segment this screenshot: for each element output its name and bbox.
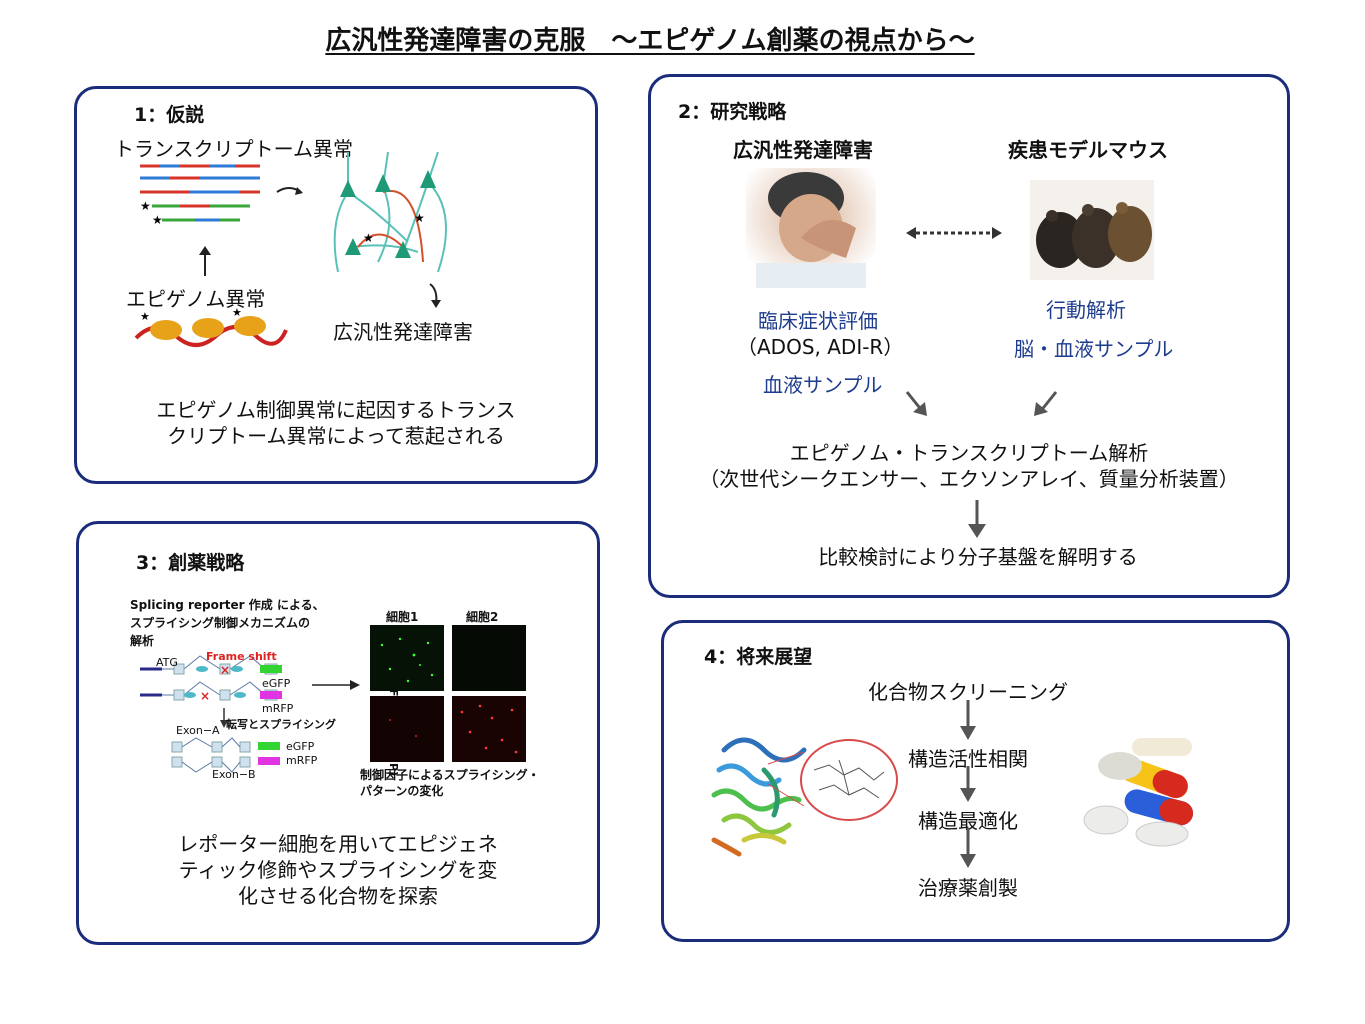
svg-text:★: ★ (140, 310, 150, 323)
caption-1: 制御因子によるスプライシング・ (360, 768, 540, 782)
future-outlook-title: 4：将来展望 (704, 646, 813, 668)
svg-text:×: × (200, 689, 210, 703)
cell2-label: 細胞2 (466, 610, 499, 624)
svg-text:★: ★ (232, 306, 242, 319)
arrow-down-icon (429, 283, 441, 308)
disorder-label: 広汎性発達障害 (333, 320, 473, 344)
exon-a-label: Exon−A (176, 724, 220, 737)
exon-b-label: Exon−B (212, 768, 256, 781)
drug-summary-2: ティック修飾やスプライシングを変 (178, 858, 498, 882)
transcriptome-label: トランスクリプトーム異常 (114, 137, 353, 161)
transcript-lines-figure: ★ ★ (140, 164, 260, 227)
page-title: 広汎性発達障害の克服 ～エピゲノム創薬の視点から～ (325, 26, 975, 56)
protein-structure-image (711, 737, 898, 857)
devices-label: （次世代シークエンサー、エクソンアレイ、質量分析装置） (699, 467, 1239, 491)
egfp-label-bottom: eGFP (286, 740, 315, 753)
arrow-down-icon (960, 700, 976, 740)
analysis-label: エピゲノム・トランスクリプトーム解析 (789, 441, 1149, 465)
mouse-photo (1030, 180, 1154, 280)
drug-summary-3: 化させる化合物を探索 (238, 884, 438, 908)
gfp-cell1-image (370, 625, 444, 691)
caption-2: パターンの変化 (360, 784, 444, 798)
patient-heading: 広汎性発達障害 (733, 138, 873, 162)
gfp-cell2-image (452, 625, 526, 691)
arrow-down-right-icon (905, 391, 927, 416)
svg-text:★: ★ (363, 231, 374, 245)
svg-text:★: ★ (152, 213, 163, 227)
patient-blood-label: 血液サンプル (763, 373, 883, 397)
neuron-network-figure: ★★ (333, 151, 447, 273)
svg-text:★: ★ (140, 199, 151, 213)
mrfp-label-top: mRFP (262, 702, 294, 715)
svg-text:×: × (220, 663, 230, 677)
brain-blood-label: 脳・血液サンプル (1014, 337, 1174, 361)
step-therapeutic: 治療薬創製 (918, 876, 1018, 900)
behavior-label: 行動解析 (1046, 298, 1126, 322)
drug-summary-1: レポーター細胞を用いてエピジェネ (178, 832, 498, 856)
rfp-cell2-image (452, 696, 526, 762)
svg-text:★: ★ (414, 211, 425, 225)
transcription-label: 転写とスプライシング (226, 718, 336, 731)
pills-image (1083, 738, 1194, 847)
arrow-down-icon (960, 828, 976, 868)
drug-discovery-title: 3：創薬戦略 (136, 552, 245, 574)
arrow-icon (276, 187, 303, 195)
cell1-label: 細胞1 (386, 610, 419, 624)
mrfp-label-bottom: mRFP (286, 754, 318, 767)
reporter-text-1: Splicing reporter 作成 による、 (130, 598, 325, 612)
epigenome-label: エピゲノム異常 (126, 287, 266, 311)
research-strategy-panel (648, 74, 1290, 598)
patient-photo (746, 168, 876, 288)
atg-label: ATG (156, 656, 178, 669)
reporter-text-2: スプライシング制御メカニズムの (130, 616, 311, 630)
arrow-up-icon (199, 246, 211, 276)
frame-shift-label: Frame shift (206, 650, 277, 663)
bidirectional-arrow-icon (906, 227, 1002, 239)
arrow-down-icon (960, 766, 976, 802)
research-strategy-title: 2：研究戦略 (678, 101, 787, 123)
hypothesis-summary-1: エピゲノム制御異常に起因するトランス (156, 398, 516, 422)
conclusion-label: 比較検討により分子基盤を解明する (818, 545, 1138, 569)
arrow-down-left-icon (1034, 391, 1058, 416)
rfp-cell1-image (370, 696, 444, 762)
arrow-right-icon (312, 680, 360, 690)
hypothesis-title: 1：仮説 (134, 104, 205, 126)
reporter-text-3: 解析 (130, 634, 155, 648)
mouse-heading: 疾患モデルマウス (1008, 138, 1168, 162)
nucleosome-figure: ★★ (134, 306, 288, 347)
egfp-label-top: eGFP (262, 677, 291, 690)
ados-label: （ADOS, ADI-R） (737, 335, 904, 359)
clinical-eval-label: 臨床症状評価 (758, 309, 878, 333)
hypothesis-panel (74, 86, 598, 484)
arrow-down-icon (968, 500, 986, 538)
splicing-reporter-diagram: × × (140, 655, 282, 773)
hypothesis-summary-2: クリプトーム異常によって惹起される (167, 424, 505, 448)
